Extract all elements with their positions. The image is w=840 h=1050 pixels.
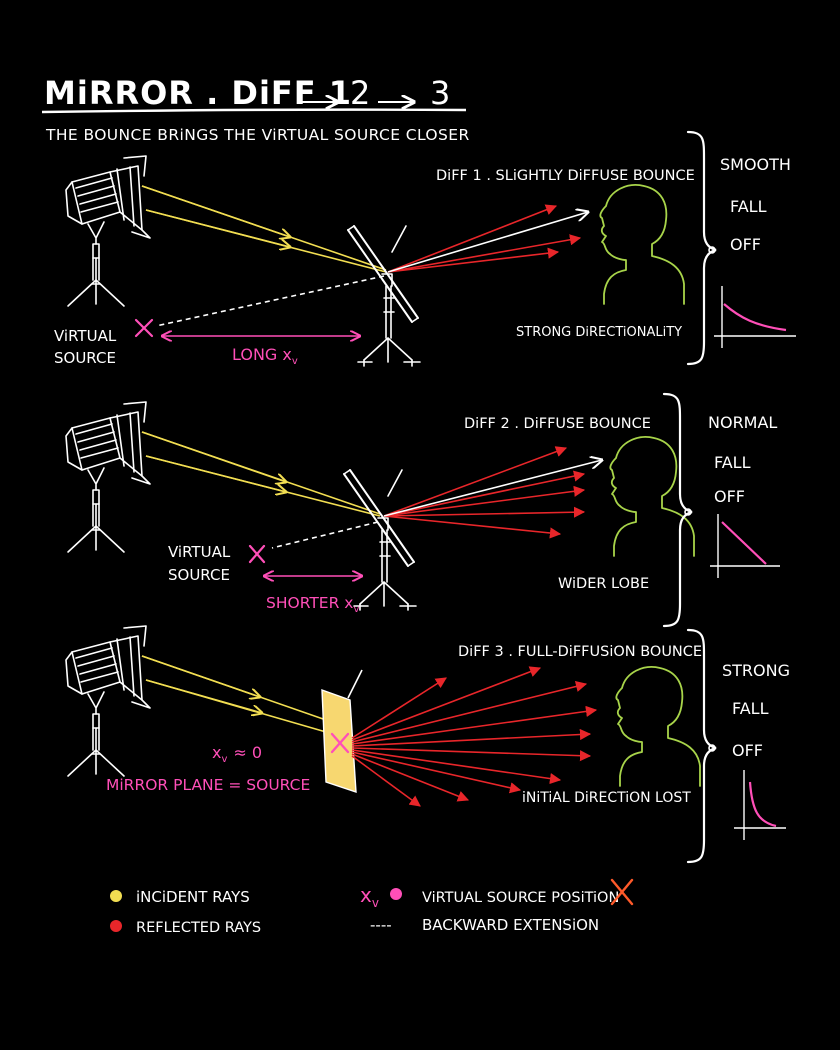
reflected-ray — [351, 666, 542, 741]
panel-diff-3: xv≈ 0 MiRROR PLANE = SOURCE DiFF 3 . FUL… — [65, 625, 790, 864]
pink-dot-icon — [390, 888, 402, 900]
falloff-word-3: OFF — [714, 487, 745, 506]
falloff-graph-smooth — [714, 286, 796, 348]
falloff-word-3: OFF — [732, 741, 763, 760]
reflected-ray — [351, 677, 447, 739]
reflected-ray — [351, 747, 592, 762]
panel-note: STRONG DiRECTiONALiTY — [516, 325, 682, 340]
falloff-word-3: OFF — [730, 235, 761, 254]
title-underline — [41, 108, 467, 114]
spotlight-icon — [65, 625, 151, 777]
incident-ray-arrowhead — [145, 679, 262, 713]
virtual-source-label-line1: ViRTUAL — [168, 543, 231, 561]
virtual-source-x-icon — [248, 544, 266, 564]
reflected-ray-fan — [351, 666, 598, 807]
reflected-ray — [351, 728, 592, 747]
legend-reflected: REFLECTED RAYS — [136, 920, 261, 936]
virtual-source-x-icon — [134, 318, 154, 338]
reflected-ray — [383, 485, 586, 517]
legend-virtual-position: ViRTUAL SOURCE POSiTiON — [422, 890, 619, 906]
legend-backward: BACKWARD EXTENSiON — [422, 916, 599, 934]
distance-label: LONG xv — [232, 345, 298, 367]
head-silhouette-icon — [599, 184, 685, 305]
falloff-curve — [748, 781, 777, 828]
reflected-ray — [383, 446, 568, 517]
falloff-graph-steep — [734, 770, 786, 840]
reflected-ray — [351, 749, 562, 785]
reflected-direction-ray — [383, 460, 602, 517]
reflected-ray — [351, 680, 588, 743]
reflected-ray — [351, 753, 470, 802]
panel-label: DiFF 2 . DiFFUSE BOUNCE — [464, 416, 651, 432]
legend-xv-symbol: xv — [360, 883, 379, 910]
reflected-direction-ray — [387, 212, 588, 273]
reflected-ray — [383, 470, 586, 517]
incident-ray-arrowhead — [141, 185, 290, 237]
backward-extension — [155, 275, 385, 327]
title-number-3: 3 — [430, 74, 450, 112]
spotlight-icon — [65, 155, 151, 307]
falloff-word-1: NORMAL — [708, 413, 777, 432]
virtual-source-label-line2: SOURCE — [168, 566, 230, 584]
reflected-ray — [351, 705, 598, 745]
incident-ray-arrowhead — [145, 455, 286, 492]
falloff-word-1: STRONG — [722, 661, 790, 680]
mirror-plane-label: MiRROR PLANE = SOURCE — [106, 776, 310, 794]
mirror-icon — [347, 225, 421, 367]
brace-icon — [686, 130, 718, 366]
legend: iNCiDENT RAYS REFLECTED RAYS xv ViRTUAL … — [110, 878, 634, 936]
reflected-ray — [387, 234, 582, 273]
panel-label: DiFF 3 . FULL-DiFFUSiON BOUNCE — [458, 644, 702, 660]
backward-extension — [271, 521, 379, 549]
reflected-ray — [387, 247, 560, 273]
panel-diff-2: ViRTUAL SOURCE SHORTER xv DiFF 2 . DiFFU… — [65, 392, 780, 628]
falloff-word-2: FALL — [714, 453, 751, 472]
falloff-word-2: FALL — [730, 197, 767, 216]
legend-dashes: ---- — [370, 916, 392, 934]
head-silhouette-icon — [615, 666, 701, 787]
falloff-word-1: SMOOTH — [720, 155, 791, 174]
legend-incident: iNCiDENT RAYS — [136, 888, 250, 906]
spotlight-icon — [65, 401, 151, 553]
brace-icon — [686, 628, 718, 864]
head-silhouette-icon — [609, 436, 695, 557]
mirror-icon — [343, 469, 417, 611]
reflected-ray — [383, 506, 586, 518]
subtitle: THE BOUNCE BRiNGS THE ViRTUAL SOURCE CLO… — [45, 126, 470, 144]
falloff-curve — [723, 303, 787, 332]
incident-ray-arrowhead — [141, 431, 286, 482]
reflected-ray — [383, 515, 562, 539]
title-main: MiRROR . DiFF 1 — [44, 74, 352, 112]
title: MiRROR . DiFF 1 2 3 — [41, 74, 467, 114]
orange-x-icon — [610, 878, 634, 906]
incident-ray-arrowhead — [145, 209, 290, 247]
full-diffusion-plane — [321, 669, 363, 793]
reflected-ray — [351, 751, 522, 794]
virtual-source-x-icon — [330, 732, 350, 754]
distance-label: SHORTER xv — [266, 594, 359, 615]
reflected-ray — [351, 755, 421, 807]
virtual-source-label-line1: ViRTUAL — [54, 327, 117, 345]
title-number-2: 2 — [350, 74, 370, 112]
incident-ray-arrowhead — [141, 655, 260, 697]
panel-diff-1: ViRTUAL SOURCE LONG xv DiFF 1 . SLiGHTLY… — [54, 130, 796, 367]
virtual-source-label-line2: SOURCE — [54, 349, 116, 367]
reflected-ray — [387, 204, 558, 273]
incident-dot-icon — [110, 890, 122, 902]
panel-note: iNiTiAL DiRECTiON LOST — [522, 790, 691, 806]
reflected-dot-icon — [110, 920, 122, 932]
panel-note: WiDER LOBE — [558, 576, 649, 592]
falloff-graph-linear — [710, 514, 780, 578]
panel-label: DiFF 1 . SLiGHTLY DiFFUSE BOUNCE — [436, 168, 695, 184]
xv-relation: xv≈ 0 — [212, 743, 262, 765]
falloff-curve — [721, 521, 767, 565]
falloff-word-2: FALL — [732, 699, 769, 718]
